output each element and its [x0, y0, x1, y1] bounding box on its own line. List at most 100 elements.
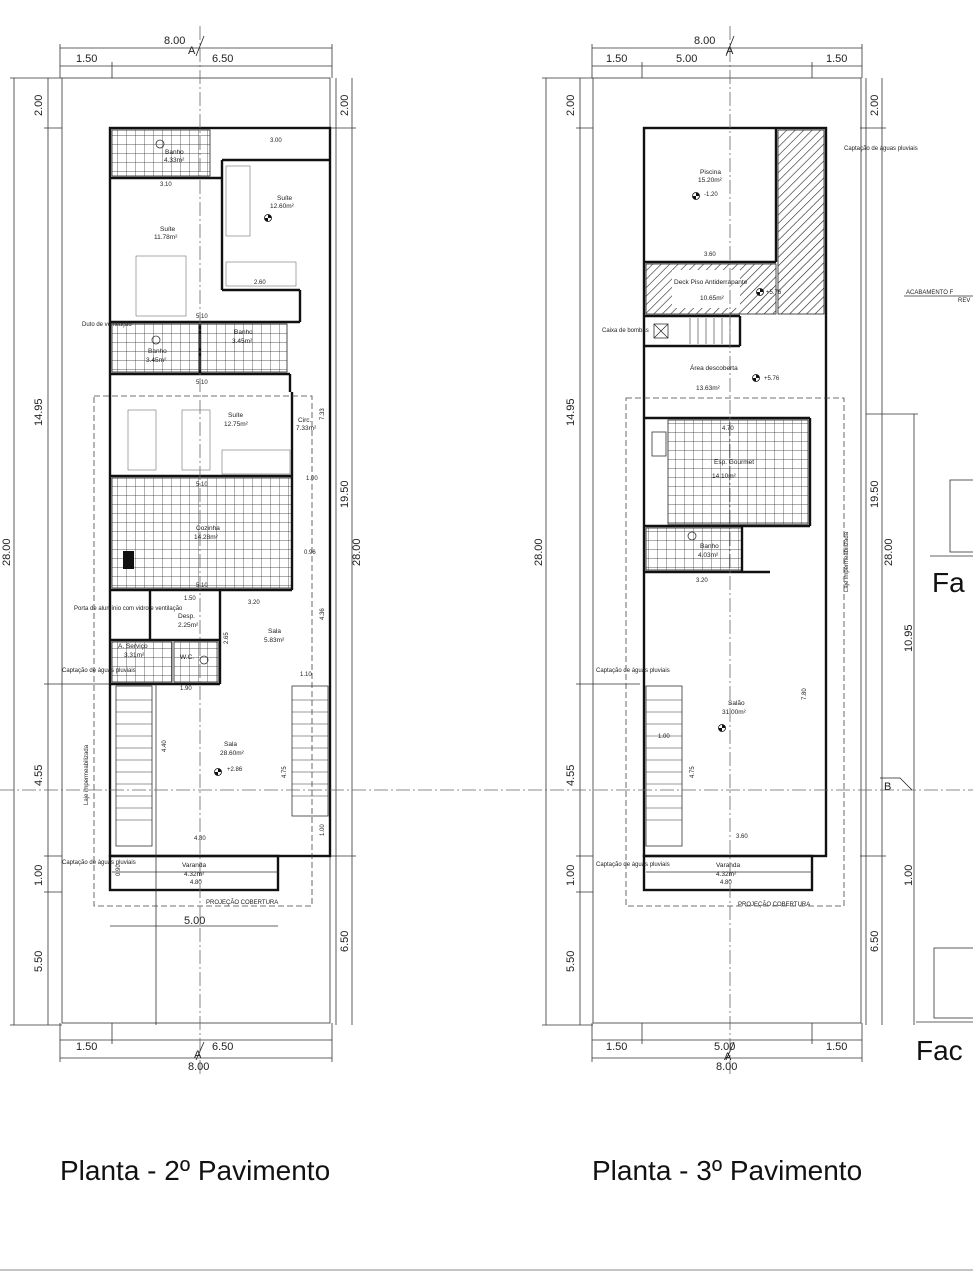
p2-note-3: Captação de águas pluviais — [596, 862, 670, 868]
p1-room-name-4: Banho — [148, 348, 167, 355]
side-note: ACABAMENTO F — [906, 290, 954, 296]
p1-sd-16: 0.90 — [116, 864, 122, 876]
p2-dim-right-low: 6.50 — [869, 931, 881, 952]
p1-room-name-10: A. Serviço — [118, 643, 148, 650]
p1-dim-right-mid: 19.50 — [339, 480, 351, 508]
p2-room-area-1: 10.65m² — [700, 295, 725, 302]
p1-dim-right-total: 28.00 — [351, 538, 363, 566]
p1-sd-14: 4.80 — [194, 836, 206, 842]
plan-title-2nd-floor: Planta - 2º Pavimento — [60, 1155, 330, 1186]
p1-sd-10: 1.00 — [306, 476, 318, 482]
stair-treads-upper — [689, 318, 731, 344]
p1-room-area-3: 3.45m² — [232, 338, 253, 345]
p1-sd-3: 5.10 — [196, 314, 208, 320]
p1-inner-dim: 5.00 — [184, 915, 205, 927]
p1-sd-15: 4.80 — [190, 880, 202, 886]
p2-dim-left-lower: 4.55 — [565, 765, 577, 786]
p1-sd-21: 1.00 — [320, 824, 326, 836]
p1-room-area-2: 11.78m² — [154, 234, 178, 241]
p1-sd-9: 1.90 — [180, 686, 192, 692]
p1-note-1: Porta de alumínio com vidro e ventilação — [74, 606, 183, 612]
p2-room-area-0: 15.20m² — [698, 177, 723, 184]
stair-treads-right — [292, 699, 328, 797]
p1-sd-5: 5.10 — [196, 482, 208, 488]
p1-dim-top-right: 6.50 — [212, 53, 233, 65]
p2-note-5: Laje impermeabilizada — [844, 531, 850, 592]
p1-room-name-1: Suíte — [277, 195, 293, 202]
p1-dim-left-lower: 4.55 — [33, 765, 45, 786]
p2-dim-left-total: 28.00 — [533, 538, 545, 566]
p1-room-area-8: 2.25m² — [178, 622, 199, 629]
p1-dim-left-total: 28.00 — [1, 538, 13, 566]
p1-sd-6: 5.10 — [196, 583, 208, 589]
p1-note-4: PROJEÇÃO COBERTURA — [206, 899, 278, 906]
p1-dim-bottom-total: 8.00 — [188, 1061, 209, 1073]
p1-room-area-6: 7.33m² — [296, 425, 317, 432]
facade-label-1: Fa — [932, 567, 965, 598]
p1-note-0: Duto de ventilação — [82, 322, 132, 328]
p2-sd-5: 4.75 — [690, 766, 696, 778]
p1-sd-12: 4.40 — [162, 740, 168, 752]
p1-dim-top-total: 8.00 — [164, 35, 185, 47]
p2-sd-4: 4.80 — [720, 880, 732, 886]
p2-room-area-3: 14.10m² — [712, 473, 737, 480]
section-mark-b: B — [884, 781, 891, 793]
p2-dim-right-mid: 19.50 — [869, 480, 881, 508]
p1-room-name-9: Sala — [268, 628, 281, 635]
p1-sd-17: 2.65 — [224, 632, 230, 644]
p2-dim-right-v3: 10.95 — [903, 624, 915, 652]
p2-dim-left-top: 2.00 — [565, 95, 577, 116]
p2-room-name-4: Banho — [700, 543, 719, 550]
p1-room-name-6: Circ. — [298, 417, 312, 424]
p2-dim-left-v1: 1.00 — [565, 865, 577, 886]
p1-room-area-5: 12.75m² — [224, 421, 249, 428]
p2-room-area-4: 4.03m² — [698, 552, 719, 559]
p1-dim-left-v2: 5.50 — [33, 951, 45, 972]
p1-section-mark-bottom: A — [194, 1049, 202, 1061]
p1-room-name-13: Varanda — [182, 862, 206, 869]
p1-room-name-11: W.C. — [180, 654, 194, 661]
p2-sd-7: 1.00 — [658, 734, 670, 740]
p1-dim-top-left: 1.50 — [76, 53, 97, 65]
p2-dim-right-v4: 1.00 — [903, 865, 915, 886]
p1-room-area-7: 14.28m² — [194, 534, 219, 541]
p2-room-name-5: Salão — [728, 700, 745, 707]
p1-sd-7: 3.20 — [248, 600, 260, 606]
p2-room-area-2: 13.63m² — [696, 385, 721, 392]
p1-room-name-3: Banho — [234, 329, 253, 336]
p1-level-0: +2.86 — [227, 767, 243, 773]
p1-sd-0: 3.00 — [270, 138, 282, 144]
p2-dim-top-mid: 5.00 — [676, 53, 697, 65]
p1-note-3: Captação de águas pluviais — [62, 860, 136, 866]
p1-sd-1: 3.10 — [160, 182, 172, 188]
p1-room-name-5: Suíte — [228, 412, 244, 419]
p2-note-0: Caixa de bombas — [602, 328, 649, 334]
p1-room-area-1: 12.60m² — [270, 203, 295, 210]
p1-room-name-0: Banho — [165, 149, 184, 156]
p1-room-name-8: Desp. — [178, 613, 195, 620]
plan-2nd-floor — [10, 26, 356, 1075]
p1-dim-right-low: 6.50 — [339, 931, 351, 952]
p2-sd-6: 7.80 — [802, 688, 808, 700]
p1-room-area-9: 5.83m² — [264, 637, 285, 644]
p2-note-4: PROJEÇÃO COBERTURA — [738, 901, 810, 908]
p2-dim-top-left: 1.50 — [606, 53, 627, 65]
p1-dim-left-v1: 1.00 — [33, 865, 45, 886]
p1-sd-19: 7.33 — [320, 408, 326, 420]
p1-room-name-12: Sala — [224, 741, 237, 748]
p2-section-mark-top: A — [726, 45, 734, 57]
p2-level-2: +5.76 — [764, 376, 780, 382]
p2-dim-bottom-mid: 5.00 — [714, 1041, 735, 1053]
p1-dim-bottom-right: 6.50 — [212, 1041, 233, 1053]
p1-dim-right-top: 2.00 — [339, 95, 351, 116]
p2-room-name-1: Deck Piso Antiderrapante — [674, 279, 748, 286]
p1-room-area-10: 3.31m² — [124, 652, 145, 659]
p1-sd-13: 4.75 — [282, 766, 288, 778]
stair-treads-left — [116, 699, 152, 821]
p2-dim-right-total: 28.00 — [883, 538, 895, 566]
p2-note-1: Captação de águas pluviais — [844, 146, 918, 152]
p2-dim-left-mid: 14.95 — [565, 398, 577, 426]
p1-sd-8: 1.50 — [184, 596, 196, 602]
